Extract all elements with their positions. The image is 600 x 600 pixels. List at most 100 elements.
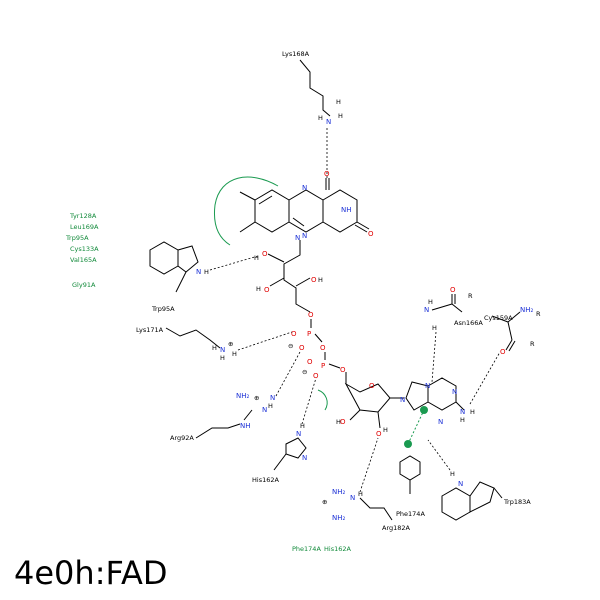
hydrophobic-his162: His162A <box>324 545 351 553</box>
hbond-cys159 <box>469 351 501 405</box>
p2-o-ester: O <box>340 366 346 374</box>
trp95-h: H <box>204 268 209 276</box>
lys171-h1: H <box>212 344 217 352</box>
asn166-o: O <box>450 286 456 294</box>
hbond-his162 <box>301 377 317 425</box>
arg92-nh2: NH₂ <box>236 392 250 400</box>
arg92-n2: N <box>270 394 275 402</box>
adenine: N N N N N H H <box>400 377 475 426</box>
ribityl-h4: H <box>318 276 323 284</box>
ribityl-o4: O <box>311 276 317 284</box>
ribityl-o2: O <box>262 250 268 258</box>
his162-n1: N <box>296 430 301 438</box>
adenine-n9: N <box>400 396 405 404</box>
hydrophobic-trp95: Trp95A <box>65 234 89 242</box>
adenine-h6b: H <box>460 416 465 424</box>
asn166-residue: N H H O Asn166A R <box>424 286 483 332</box>
lys171-h3: H <box>220 354 225 362</box>
lys171-label: Lys171A <box>136 326 164 334</box>
flavin-n1: N <box>302 232 307 240</box>
hydrophobic-phe174: Phe174A <box>292 545 321 553</box>
ribityl-o3: O <box>264 286 270 294</box>
ribose-o3: O <box>340 418 346 426</box>
phe174-label: Phe174A <box>396 510 425 518</box>
flavin-o4: O <box>324 170 330 178</box>
flavin-n5: N <box>302 184 307 192</box>
hydrophobic-arc-right <box>317 389 328 411</box>
arg182-h: H <box>358 490 363 498</box>
his162-label: His162A <box>252 476 279 484</box>
adenine-n7: N <box>425 382 430 390</box>
cys159-residue: Cys159A NH₂ R O R <box>484 306 541 356</box>
lys168-n-atom: N <box>326 118 331 126</box>
pi-stack-phe174 <box>407 409 425 445</box>
cys159-o: O <box>500 348 506 356</box>
arg92-nh1: N <box>262 406 267 414</box>
ribityl-h3: H <box>256 285 261 293</box>
trp183-n: N <box>458 480 463 488</box>
flavin-n3: NH <box>341 206 352 214</box>
p1-charge: ⊖ <box>288 342 293 350</box>
lys171-charge: ⊕ <box>228 340 233 348</box>
phe174-residue: Phe174A <box>396 455 425 518</box>
asn166-h1: H <box>428 298 433 306</box>
flavin-n10: N <box>295 234 300 242</box>
hydrophobic-tyr128: Tyr128A <box>69 212 97 220</box>
hbond-trp183 <box>427 439 451 471</box>
hydrophobic-gly91: Gly91A <box>72 281 96 289</box>
phosphate-p1: P <box>307 330 311 338</box>
bridge-o: O <box>320 344 326 352</box>
hydrophobic-val165: Val165A <box>70 256 97 264</box>
flavin-ring: O O N NH N N <box>239 170 374 242</box>
hydrophobic-arc-left <box>213 176 279 246</box>
lys171-n: N <box>220 346 225 354</box>
lys168-h3: H <box>318 114 323 122</box>
hbond-arg182 <box>359 437 379 493</box>
arg92-charge: ⊕ <box>254 394 259 402</box>
ribose-h2: H <box>383 426 388 434</box>
hydrophobic-leu169: Leu169A <box>70 223 99 231</box>
asn166-h2: H <box>432 324 437 332</box>
ribose: O O H O H <box>336 382 404 438</box>
phosphate-p2: P <box>321 362 325 370</box>
p2-o-bottom: O <box>313 372 319 380</box>
ribose-o2: O <box>376 430 382 438</box>
trp95-n: N <box>196 268 201 276</box>
adenine-n3: N <box>438 418 443 426</box>
p1-o-left: O <box>291 330 297 338</box>
his162-n2: N <box>302 454 307 462</box>
asn166-r: R <box>468 292 473 300</box>
ribityl-chain: O H O H O H O <box>254 240 323 319</box>
lys171-h2: H <box>232 350 237 358</box>
lys171-residue: Lys171A N ⊕ H H H <box>136 326 237 362</box>
hbond-lys171 <box>237 331 293 351</box>
trp183-residue: N H Trp183A <box>441 470 531 521</box>
asn166-n: N <box>424 306 429 314</box>
ribose-o4: O <box>369 382 375 390</box>
his162-h: H <box>300 422 305 430</box>
hydrophobic-cys133: Cys133A <box>70 245 99 253</box>
arg92-ne: NH <box>240 422 251 430</box>
trp183-label: Trp183A <box>503 498 531 506</box>
flavin-o2: O <box>368 230 374 238</box>
lys168-residue: Lys168A N H H H <box>282 50 343 126</box>
arg92-label: Arg92A <box>170 434 194 442</box>
p1-o-bottom: O <box>299 344 305 352</box>
p2-charge: ⊖ <box>302 368 307 376</box>
lys168-label: Lys168A <box>282 50 310 58</box>
asn166-label: Asn166A <box>454 319 483 327</box>
ribityl-o5: O <box>308 311 314 319</box>
arg182-residue: NH₂ N H NH₂ ⊕ Arg182A <box>322 488 411 532</box>
hydrophobic-list-left: Tyr128A Leu169A Trp95A Cys133A Val165A G… <box>65 212 99 289</box>
ribose-h3: H <box>336 418 341 426</box>
p2-o-left: O <box>307 358 313 366</box>
lys168-h1: H <box>336 98 341 106</box>
arg182-charge: ⊕ <box>322 498 327 506</box>
cys159-r1: R <box>536 310 541 318</box>
trp95-label: Trp95A <box>151 305 175 313</box>
adenine-n1: N <box>452 388 457 396</box>
trp183-h: H <box>450 470 455 478</box>
hbond-trp95 <box>209 255 259 271</box>
arg182-nh2a: NH₂ <box>332 488 346 496</box>
